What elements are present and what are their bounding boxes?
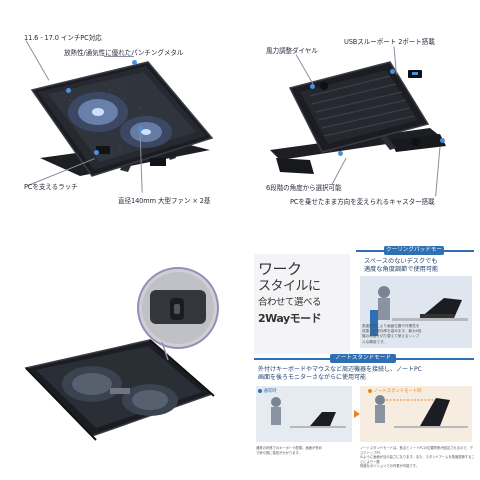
mesh-label: 放熱性/通気性に優れたパンチングメタル xyxy=(64,49,184,57)
cooling-pad-rear-illustration xyxy=(270,61,446,174)
note-caption-left: 通常の状態でのキーボード配置。画面が低め で肩や首に負担がかかります。 xyxy=(256,446,322,455)
cooling-mode-lead: スペースのないデスクでも 適度な角度調節で使用可能 xyxy=(364,258,438,274)
cooling-note-1: 角度調節により画面位置や作業性を xyxy=(362,324,420,328)
hero-line-3: 合わせて選べる xyxy=(258,297,322,308)
cooling-note-3: 階の角度を切り替えて使えるシンプ xyxy=(362,334,420,339)
mesh-callout-dot xyxy=(132,60,137,65)
legend-normal-marker xyxy=(258,388,262,393)
fan-callout-dot xyxy=(138,126,143,131)
mesh-leader-line xyxy=(104,56,134,57)
angle-callout-dot xyxy=(338,151,343,156)
size-support-label: 11.6 - 17.0 インチPC対応 xyxy=(24,34,102,42)
latch-label: PCを支えるラッチ xyxy=(24,183,78,191)
legend-stand-text: ノートスタンドモード時 xyxy=(373,389,422,394)
caption-left-2: で肩や首に負担がかかります。 xyxy=(256,450,302,455)
legend-normal-text: 通常時 xyxy=(263,389,277,394)
caster-label: PCを乗せたまま方向を変えられるキャスター搭載 xyxy=(290,198,435,206)
note-caption-right: ノートスタンドモードは、拠点とノートPCの位置関係が固定されるので、デスクトップ… xyxy=(360,446,476,469)
legend-stand: ノートスタンドモード時 xyxy=(368,388,422,394)
note-lead-1: 外付けキーボードやマウスなど周辺機器を接続し、ノートPC xyxy=(258,366,422,373)
legend-normal: 通常時 xyxy=(258,388,277,394)
cooling-pad-front-illustration xyxy=(30,61,214,177)
product-photo-panel-front: 11.6 - 17.0 インチPC対応 放熱性/通気性に優れたパンチングメタル … xyxy=(0,0,240,232)
note-mode-lead: 外付けキーボードやマウスなど周辺機器を接続し、ノートPC 画面を後ろモニターさな… xyxy=(258,366,422,382)
angle-label: 6段階の角度から選択可能 xyxy=(266,184,342,192)
product-photo-panel-flat xyxy=(0,240,240,480)
hero-line-2: スタイルに xyxy=(258,279,321,294)
cooling-mode-title: クーリングパッドモード xyxy=(384,246,444,262)
caption-right-3: 快適なポジションでの作業が可能です。 xyxy=(360,464,420,469)
cooling-note-2: 改善し作業効率を高めます。最大6段 xyxy=(362,329,422,334)
note-mode-title: ノートスタンドモード xyxy=(330,354,396,363)
note-lead-2: 画面を後ろモニターさながらに使用可能 xyxy=(258,374,367,381)
two-way-mode-infographic: ワーク スタイルに 合わせて選べる 2Wayモード クーリングパッドモード スペ… xyxy=(244,240,480,480)
usb-label: USBスルーポート 2ポート搭載 xyxy=(344,38,435,46)
hero-text-block xyxy=(254,254,350,354)
caption-right-1: ノートスタンドモードは、拠点とノートPCの位置関係が固定されるので、デスクトップ… xyxy=(360,446,473,455)
hero-line-4: 2Wayモード xyxy=(258,312,322,325)
hero-line-1: ワーク xyxy=(258,260,302,278)
cooling-pad-flat-illustration xyxy=(24,267,219,441)
hero-heading: ワーク スタイルに 合わせて選べる 2Wayモード xyxy=(258,260,322,328)
cooling-note-4: ルな構成です。 xyxy=(362,339,387,344)
cooling-lead-1: スペースのないデスクでも xyxy=(364,258,438,265)
usb-callout-dot xyxy=(390,69,395,74)
caption-left-1: 通常の状態でのキーボード配置。画面が低め xyxy=(256,446,322,450)
dial-label: 風力調整ダイヤル xyxy=(266,47,318,55)
product-photo-panel-rear: 風力調整ダイヤル USBスルーポート 2ポート搭載 6段階の角度から選択可能 P… xyxy=(240,0,480,232)
legend-stand-marker xyxy=(368,388,372,393)
cooling-lead-2: 適度な角度調節で使用可能 xyxy=(364,266,439,273)
dial-callout-dot xyxy=(310,84,315,89)
latch-callout-dot xyxy=(94,150,99,155)
size-callout-dot xyxy=(66,88,71,93)
caster-callout-dot xyxy=(440,138,445,143)
caption-right-2: のように画面が目の高さになります。また、スタンドアームを角度調節することにより一… xyxy=(360,455,475,464)
cooling-mode-note: 角度調節により画面位置や作業性を 改善し作業効率を高めます。最大6段 階の角度を… xyxy=(362,324,421,345)
fan-label: 直径140mm 大型ファン × 2基 xyxy=(118,197,211,205)
